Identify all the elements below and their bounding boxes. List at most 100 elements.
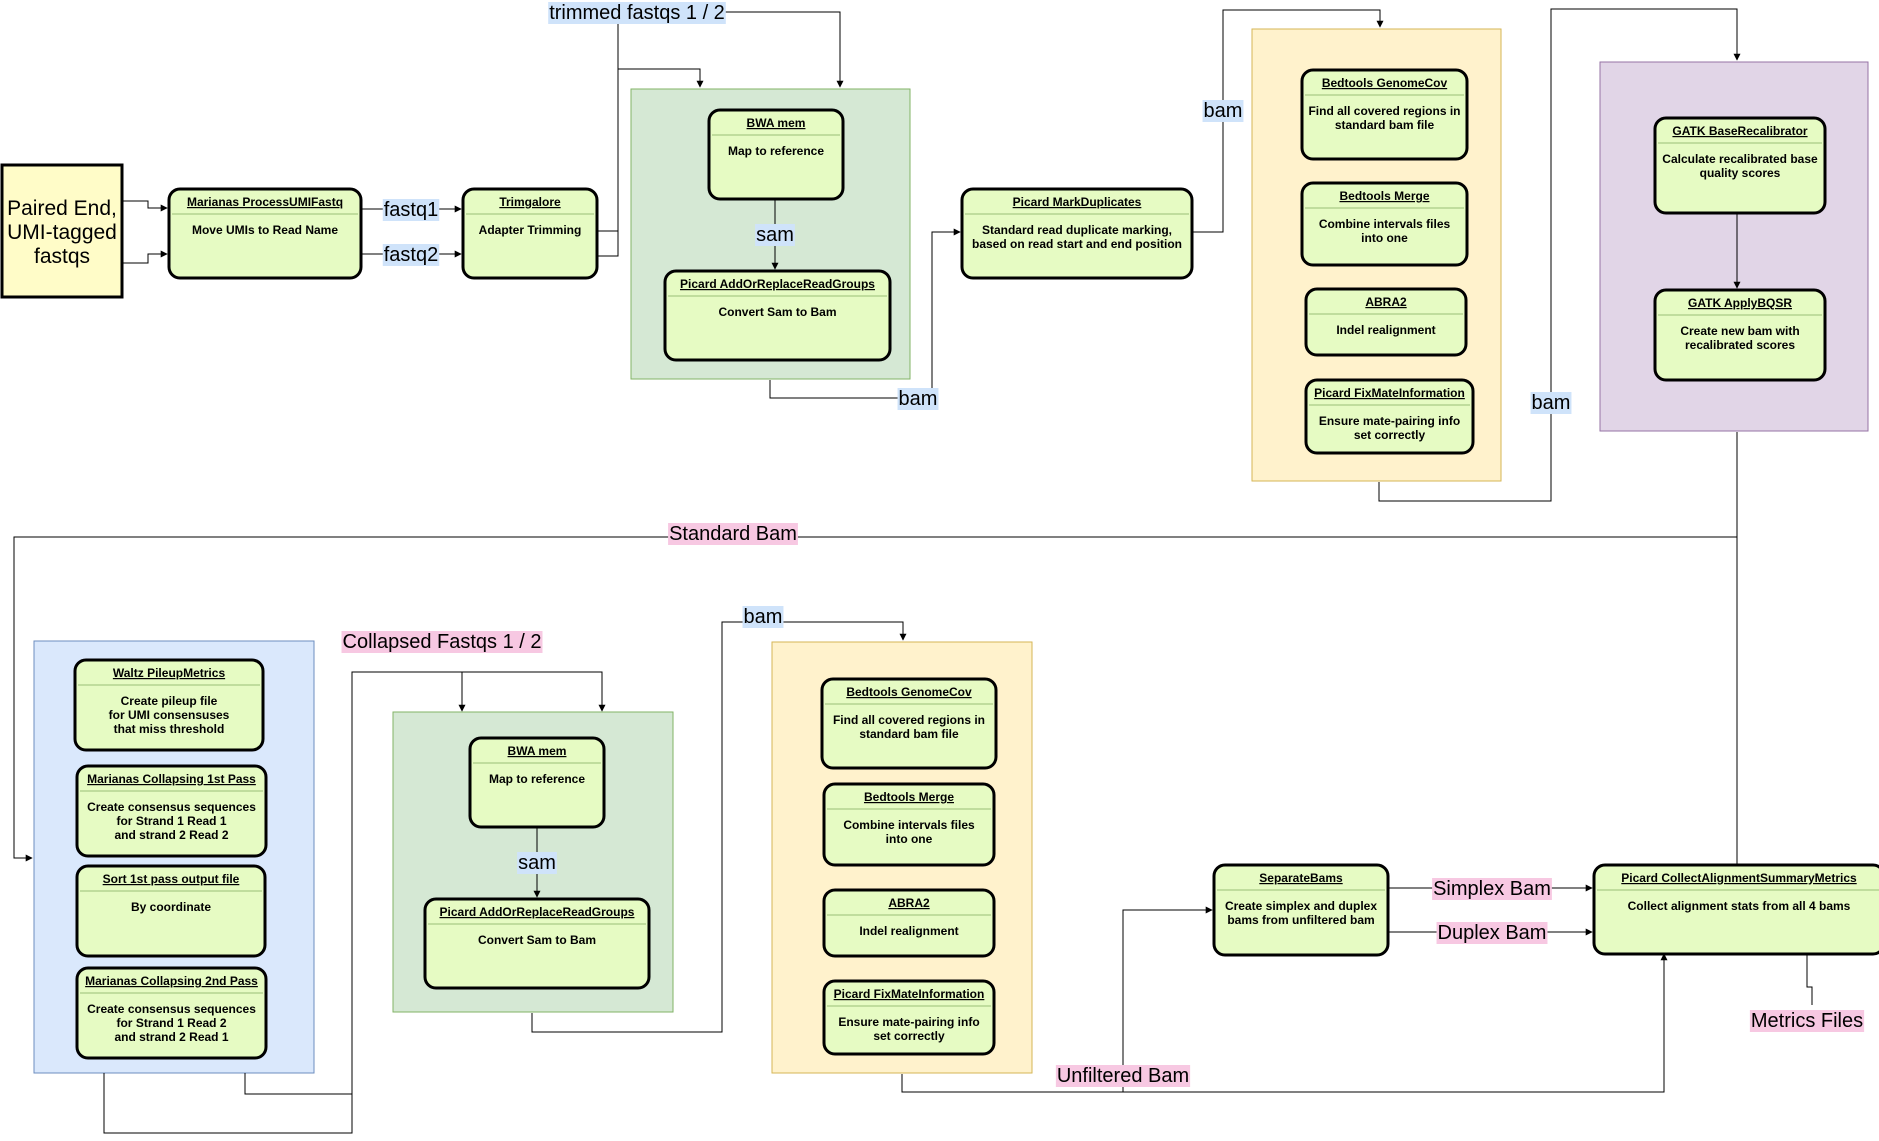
node-description: for UMI consensuses bbox=[109, 708, 230, 722]
node-description: quality scores bbox=[1700, 166, 1781, 180]
node-title: Bedtools GenomeCov bbox=[1322, 76, 1448, 90]
node-title: Bedtools Merge bbox=[864, 790, 954, 804]
label-text: Metrics Files bbox=[1751, 1010, 1863, 1032]
node-title: Marianas Collapsing 2nd Pass bbox=[85, 974, 258, 988]
node-description: Create simplex and duplex bbox=[1225, 899, 1377, 913]
node-box bbox=[75, 966, 268, 1060]
node-description: standard bam file bbox=[1335, 118, 1435, 132]
node-box bbox=[1212, 863, 1390, 957]
node-description: recalibrated scores bbox=[1685, 338, 1795, 352]
node-box bbox=[822, 782, 996, 867]
node-description: Adapter Trimming bbox=[479, 223, 582, 237]
node-title: Picard CollectAlignmentSummaryMetrics bbox=[1621, 871, 1857, 885]
node-title: SeparateBams bbox=[1259, 871, 1343, 885]
label-text: bam bbox=[744, 606, 783, 628]
edge-label-metrics-files: Metrics Files bbox=[1749, 1010, 1865, 1032]
node-description: bams from unfiltered bam bbox=[1227, 913, 1374, 927]
node-metrics[interactable]: Picard CollectAlignmentSummaryMetricsCol… bbox=[1592, 863, 1879, 956]
edge-markdup-to-realign1 bbox=[1192, 9, 1384, 233]
node-box bbox=[423, 897, 651, 990]
edge-label-sam2: sam bbox=[517, 852, 557, 874]
edge-realign1-to-bqsr bbox=[1378, 8, 1741, 502]
label-text: bam bbox=[1532, 392, 1571, 414]
input-node-line-3: fastqs bbox=[34, 245, 90, 268]
node-box bbox=[468, 736, 606, 829]
label-text: Duplex Bam bbox=[1438, 922, 1547, 944]
node-box bbox=[75, 864, 267, 958]
label-text: Standard Bam bbox=[669, 523, 797, 545]
node-box bbox=[1300, 68, 1469, 161]
edge-label-unfiltered: Unfiltered Bam bbox=[1055, 1065, 1191, 1087]
label-background bbox=[668, 523, 798, 545]
label-background bbox=[548, 2, 726, 24]
node-title: Picard MarkDuplicates bbox=[1013, 195, 1142, 209]
edge-input-to-umi-bottom bbox=[123, 250, 168, 264]
node-description: Collect alignment stats from all 4 bams bbox=[1628, 899, 1851, 913]
label-background bbox=[897, 388, 939, 410]
node-description: Combine intervals files bbox=[1319, 217, 1451, 231]
input-node-line-1: Paired End, bbox=[7, 197, 117, 220]
node-description: Map to reference bbox=[489, 772, 585, 786]
node-title: Picard AddOrReplaceReadGroups bbox=[680, 277, 875, 291]
edge-input-to-umi-top bbox=[123, 200, 168, 212]
node-description: for Strand 1 Read 2 bbox=[116, 1016, 226, 1030]
node-title: Bedtools Merge bbox=[1339, 189, 1429, 203]
label-background bbox=[1530, 392, 1572, 414]
edge-collapse-to-bwa2-b bbox=[103, 671, 466, 1134]
label-text: sam bbox=[756, 224, 794, 246]
node-description: set correctly bbox=[873, 1029, 945, 1043]
node-title: Marianas Collapsing 1st Pass bbox=[87, 772, 256, 786]
node-description: into one bbox=[1361, 231, 1408, 245]
edge-metrics-files bbox=[1806, 955, 1813, 1005]
node-description: Indel realignment bbox=[1336, 323, 1435, 337]
input-node-line-2: UMI-tagged bbox=[7, 221, 117, 244]
node-description: Create consensus sequences bbox=[87, 1002, 256, 1016]
label-background bbox=[742, 606, 784, 628]
edge-label-bam3: bam bbox=[1530, 392, 1572, 414]
edge-unfiltered-to-metrics bbox=[1123, 953, 1668, 1093]
node-description: standard bam file bbox=[859, 727, 959, 741]
label-background bbox=[755, 224, 795, 246]
edge-label-duplex: Duplex Bam bbox=[1436, 922, 1548, 944]
input-node[interactable]: Paired End, UMI-tagged fastqs bbox=[0, 163, 124, 299]
node-title: Picard AddOrReplaceReadGroups bbox=[440, 905, 635, 919]
edge-label-bam2: bam bbox=[1202, 100, 1244, 122]
node-title: Picard FixMateInformation bbox=[1314, 386, 1465, 400]
node-box bbox=[461, 187, 599, 280]
edge-label-sam1: sam bbox=[755, 224, 795, 246]
node-title: GATK BaseRecalibrator bbox=[1672, 124, 1807, 138]
node-title: GATK ApplyBQSR bbox=[1688, 296, 1792, 310]
node-description: Find all covered regions in bbox=[833, 713, 985, 727]
node-title: BWA mem bbox=[508, 744, 567, 758]
label-text: Simplex Bam bbox=[1433, 878, 1551, 900]
label-text: sam bbox=[518, 852, 556, 874]
label-text: fastq2 bbox=[384, 244, 438, 266]
node-description: Combine intervals files bbox=[843, 818, 975, 832]
node-box bbox=[1304, 378, 1475, 455]
node-description: for Strand 1 Read 1 bbox=[116, 814, 226, 828]
node-description: Ensure mate-pairing info bbox=[1319, 414, 1460, 428]
